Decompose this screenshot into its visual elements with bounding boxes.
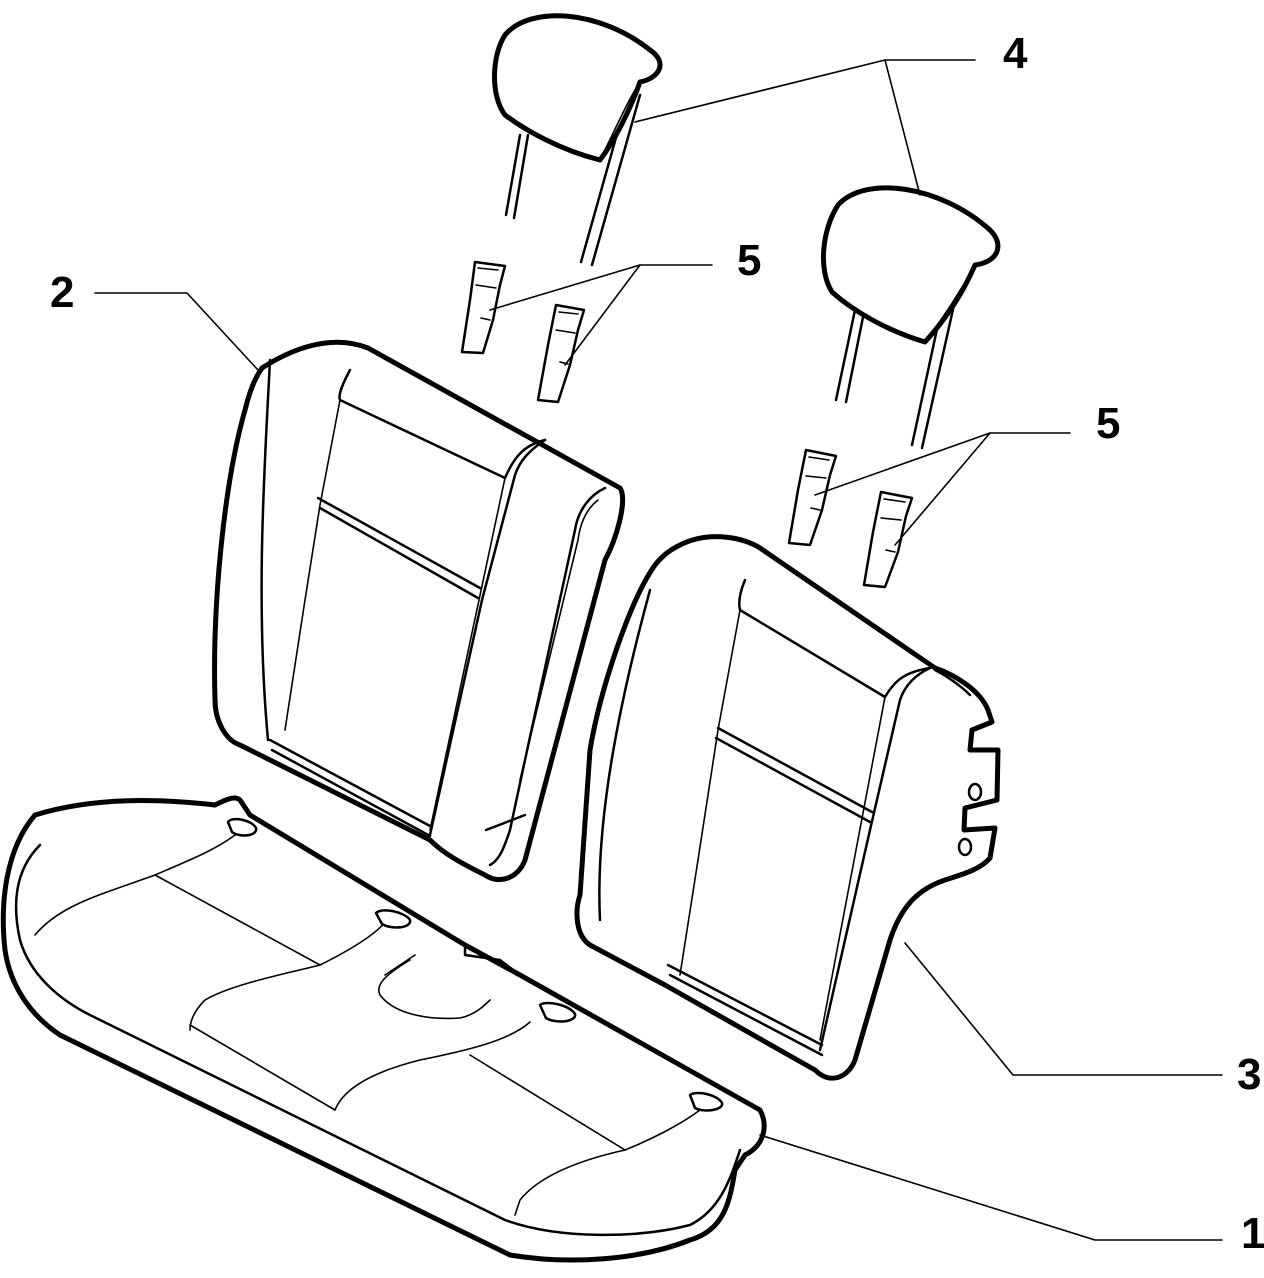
backrest-right xyxy=(574,534,1001,1081)
callout-4: 4 xyxy=(1003,29,1028,78)
headrest-guide-3 xyxy=(787,448,838,547)
headrest-right xyxy=(820,185,1001,450)
callout-5-upper: 5 xyxy=(737,236,761,285)
leader-lines xyxy=(94,59,1223,1241)
headrest-guide-1 xyxy=(460,260,507,355)
headrest-left xyxy=(492,13,663,267)
callout-1: 1 xyxy=(1241,1209,1264,1258)
backrest-left xyxy=(212,339,626,882)
callout-5-lower: 5 xyxy=(1096,399,1120,448)
callout-2: 2 xyxy=(50,268,74,317)
headrest-guide-2 xyxy=(536,303,586,404)
seat-cushion xyxy=(0,795,767,1263)
headrest-guide-4 xyxy=(862,490,914,589)
callout-3: 3 xyxy=(1237,1050,1261,1099)
